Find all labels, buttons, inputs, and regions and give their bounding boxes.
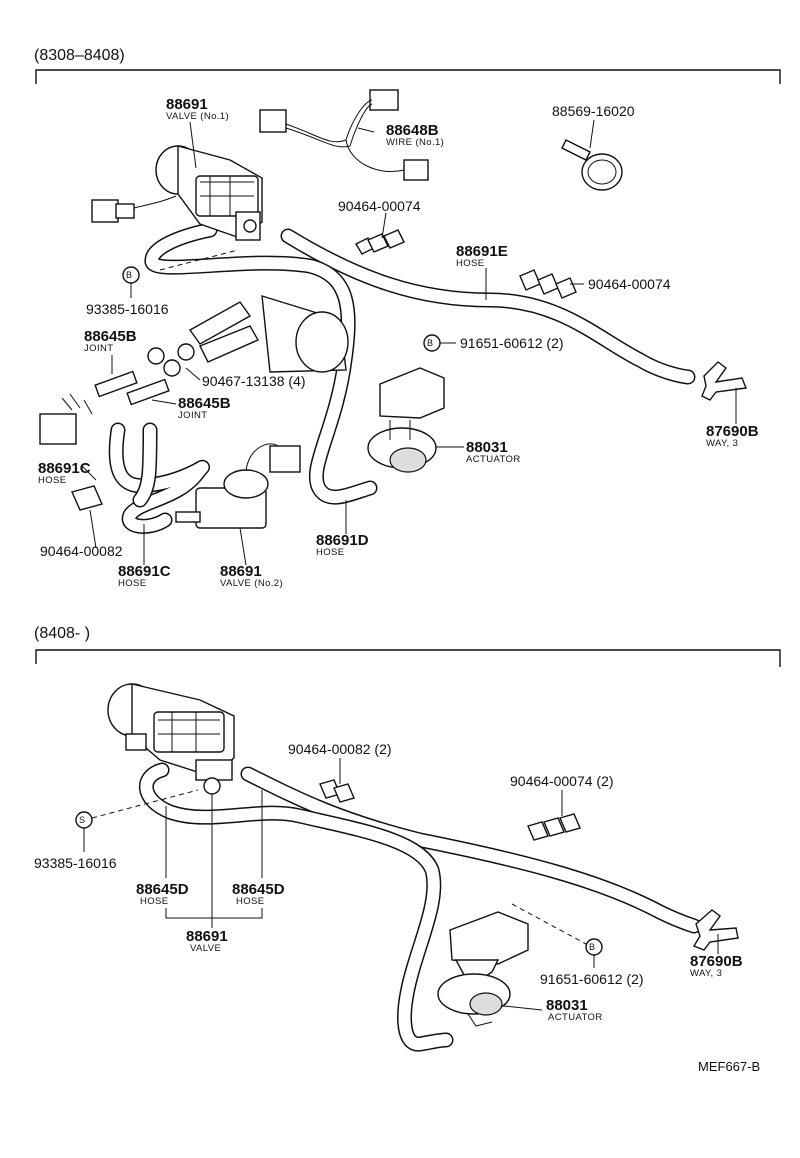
part-name-hose-c1: HOSE (38, 475, 67, 486)
part-number-hose-e: 88691E (456, 243, 508, 260)
marker-b-91651-top (423, 334, 456, 352)
marker-s-93385 (75, 811, 93, 852)
part-name-way3-bottom: WAY, 3 (690, 968, 723, 979)
part-name-joint-a: JOINT (84, 343, 114, 354)
marker-letter-b-93385: B (126, 270, 133, 280)
hose-88691e (280, 228, 696, 385)
part-name-hose-d-left: HOSE (140, 896, 169, 907)
clip-13138-drawing (147, 343, 195, 377)
part-name-hose-d: HOSE (316, 547, 345, 558)
hose-bottom-main (240, 766, 702, 934)
part-name-way3-top: WAY, 3 (706, 438, 739, 449)
part-number-wire-no1: 88648B (386, 122, 439, 139)
part-number-hose-d-right: 88645D (232, 881, 285, 898)
joint-88645b-drawing (39, 370, 170, 445)
part-number-valve-bottom: 88691 (186, 928, 228, 945)
section-label-top: (8308–8408) (34, 47, 125, 64)
part-number-bolt-91651-top: 91651-60612 (2) (460, 335, 564, 351)
part-number-joint-b: 88645B (178, 395, 231, 412)
part-number-bolt-91651-bottom: 91651-60612 (2) (540, 971, 644, 987)
part-name-wire-no1: WIRE (No.1) (386, 137, 445, 148)
section-label-bottom: (8408- ) (34, 625, 91, 642)
part-number-hose-c1: 88691C (38, 460, 91, 477)
part-name-hose-e: HOSE (456, 258, 485, 269)
part-number-way3-top: 87690B (706, 423, 759, 440)
actuator-bottom-drawing (437, 911, 529, 1027)
clip-90464-00074-bottom-drawing (527, 813, 581, 841)
clamp-88569-drawing (561, 139, 623, 191)
hose-88691c (108, 422, 210, 534)
part-number-valve-no2: 88691 (220, 563, 262, 580)
section-frame-bottom (35, 649, 781, 667)
section-frame-top (35, 69, 781, 84)
part-number-valve-no1: 88691 (166, 96, 208, 113)
valve-no2-drawing (175, 443, 301, 529)
part-number-clip-00074-a: 90464-00074 (338, 198, 421, 214)
part-number-bolt-93385: 93385-16016 (86, 301, 169, 317)
part-name-valve-no2: VALVE (No.2) (220, 578, 284, 589)
clip-90464-00074-b-drawing (519, 269, 577, 299)
valve-no1-drawing (91, 145, 263, 241)
way3-top-drawing (701, 361, 747, 401)
part-number-hose-d-left: 88645D (136, 881, 189, 898)
part-number-hose-c2: 88691C (118, 563, 171, 580)
figure-code: MEF667-B (698, 1059, 761, 1074)
clip-90464-00082-drawing (71, 485, 103, 511)
clip-90464-00074-a-drawing (355, 229, 405, 255)
marker-letter-b-91651-top: B (427, 338, 434, 348)
part-number-clip-13138: 90467-13138 (4) (202, 373, 306, 389)
part-name-hose-d-right: HOSE (236, 896, 265, 907)
valve-bottom-drawing (107, 683, 235, 795)
part-name-hose-c2: HOSE (118, 578, 147, 589)
part-name-valve-no1: VALVE (No.1) (166, 111, 230, 122)
clip-90464-00082-bottom-drawing (319, 779, 355, 803)
part-number-bolt-93385-bottom: 93385-16016 (34, 855, 117, 871)
part-number-actuator-top: 88031 (466, 439, 508, 456)
part-name-actuator-bottom: ACTUATOR (548, 1012, 603, 1023)
wire-no1-drawing (259, 89, 429, 181)
actuator-top-drawing (367, 367, 445, 473)
part-number-clip-00074-b: 90464-00074 (588, 276, 671, 292)
part-number-actuator-bottom: 88031 (546, 997, 588, 1014)
part-number-clip-00074-bottom: 90464-00074 (2) (510, 773, 614, 789)
part-number-clip-00082: 90464-00082 (40, 543, 123, 559)
part-number-clamp-88569: 88569-16020 (552, 103, 635, 119)
leaders-bottom (165, 758, 719, 1011)
part-number-joint-a: 88645B (84, 328, 137, 345)
part-name-actuator-top: ACTUATOR (466, 454, 521, 465)
way3-bottom-drawing (692, 909, 739, 951)
hose-88691d (144, 222, 378, 505)
hose-bottom-loop (138, 762, 454, 1052)
marker-letter-s-93385: S (79, 815, 86, 825)
part-name-joint-b: JOINT (178, 410, 208, 421)
marker-letter-b-91651-bottom: B (589, 942, 596, 952)
part-number-way3-bottom: 87690B (690, 953, 743, 970)
part-number-clip-00082-bottom: 90464-00082 (2) (288, 741, 392, 757)
marker-b-91651-bottom (585, 938, 603, 968)
leaders-top (81, 119, 737, 566)
part-name-valve-bottom: VALVE (190, 943, 222, 954)
marker-b-93385 (122, 266, 140, 298)
part-number-hose-d: 88691D (316, 532, 369, 549)
intake-pipe-drawing (188, 295, 349, 373)
